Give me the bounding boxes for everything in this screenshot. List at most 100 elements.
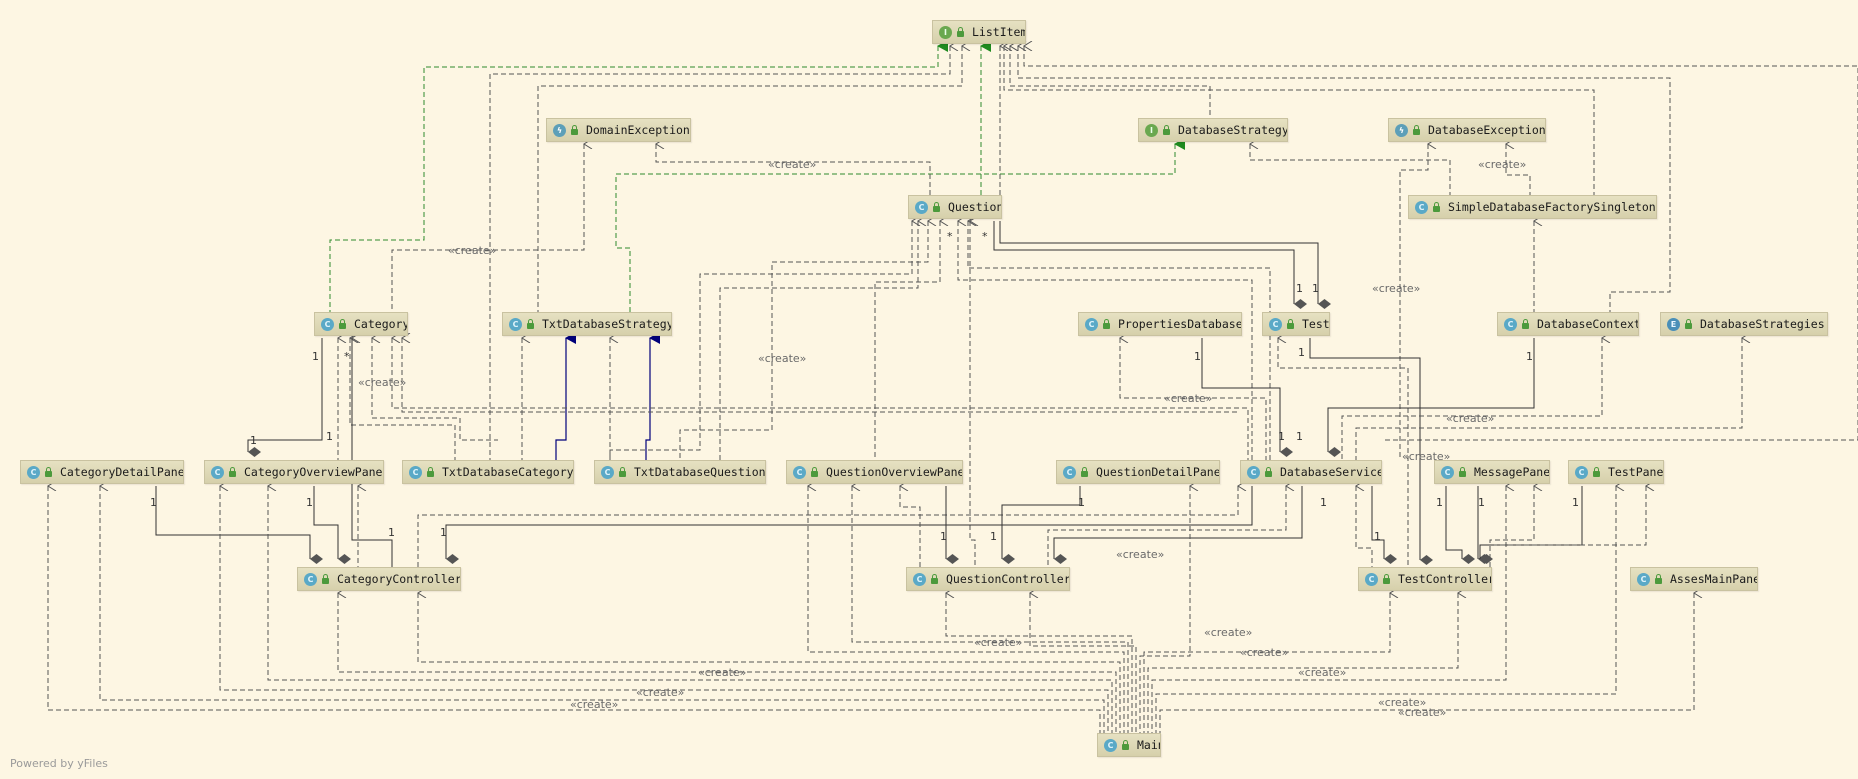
class-testcontroller[interactable]: C TestController xyxy=(1358,567,1492,591)
edge-dep-listitem-5 xyxy=(1018,46,1671,312)
create-label-7: «create» xyxy=(1446,412,1494,425)
class-label: SimpleDatabaseFactorySingleton xyxy=(1448,200,1656,214)
edge-tp-tc3 xyxy=(1494,486,1646,546)
class-txtdatabasestrategy[interactable]: C TxtDatabaseStrategy xyxy=(502,312,672,336)
edge-q-main xyxy=(970,221,975,567)
class-kind-icon: C xyxy=(1104,738,1117,752)
class-databasecontext[interactable]: C DatabaseContext xyxy=(1497,312,1639,336)
edge-cat-controller2 xyxy=(402,338,1240,413)
class-questioncontroller[interactable]: C QuestionController xyxy=(906,567,1070,591)
class-messagepanel[interactable]: C MessagePanel xyxy=(1434,460,1550,484)
multiplicity-one-9: 1 xyxy=(1078,496,1085,509)
edge-main-dep-6 xyxy=(808,486,1125,733)
class-txtdatabasecategory[interactable]: C TxtDatabaseCategory xyxy=(402,460,574,484)
create-label-6: «create» xyxy=(1478,158,1526,171)
class-label: DatabaseContext xyxy=(1537,317,1638,331)
edge-txtstrategy-realizes-dbstrategy xyxy=(615,138,1185,312)
create-label-15: «create» xyxy=(636,686,684,699)
lock-icon xyxy=(1103,318,1110,329)
class-databasestrategy[interactable]: I DatabaseStrategy xyxy=(1138,118,1288,142)
class-category[interactable]: C Category xyxy=(314,312,408,336)
edge-dep-listitem-4 xyxy=(1010,46,1211,118)
class-databaseservice[interactable]: C DatabaseService xyxy=(1240,460,1382,484)
class-kind-icon: C xyxy=(211,465,224,479)
class-main[interactable]: C Main xyxy=(1097,733,1161,757)
edge-cat-controller xyxy=(392,338,1249,460)
edge-q-overview2 xyxy=(874,221,940,460)
class-testpanel[interactable]: C TestPanel xyxy=(1568,460,1664,484)
create-label-13: «create» xyxy=(698,666,746,679)
exception-kind-icon: ϟ xyxy=(1395,123,1408,137)
multiplicity-one-0: 1 xyxy=(312,350,319,363)
class-label: TxtDatabaseCategory xyxy=(442,465,573,479)
multiplicity-one-19: 1 xyxy=(1572,496,1579,509)
class-label: DatabaseStrategies xyxy=(1700,317,1825,331)
class-databaseexception[interactable]: ϟ DatabaseException xyxy=(1388,118,1546,142)
class-databasestrategies[interactable]: E DatabaseStrategies xyxy=(1660,312,1828,336)
edge-cat-controller-assoc xyxy=(352,338,393,567)
lock-icon xyxy=(322,573,329,584)
create-label-5: «create» xyxy=(1372,282,1420,295)
multiplicity-many-0: * xyxy=(344,350,350,363)
edge-main-dep-14 xyxy=(1155,486,1616,733)
class-kind-icon: C xyxy=(409,465,422,479)
class-label: PropertiesDatabase xyxy=(1118,317,1241,331)
edge-dep-dbexception xyxy=(1399,144,1428,460)
class-categoryoverviewpanel[interactable]: C CategoryOverviewPanel xyxy=(204,460,384,484)
class-label: Test xyxy=(1302,317,1329,331)
class-questionoverviewpanel[interactable]: C QuestionOverviewPanel xyxy=(786,460,963,484)
lock-icon xyxy=(527,318,534,329)
edge-main-dep-9 xyxy=(1030,593,1137,733)
create-label-12: «create» xyxy=(1240,646,1288,659)
edge-props-dbservice xyxy=(1120,338,1267,460)
edge-dep-listitem-6 xyxy=(1024,46,1858,441)
edges-layer xyxy=(48,40,1858,733)
class-kind-icon: C xyxy=(915,200,928,214)
edge-cat-txtcat xyxy=(350,338,456,460)
class-label: QuestionOverviewPanel xyxy=(826,465,962,479)
class-kind-icon: C xyxy=(1063,465,1076,479)
class-propertiesdatabase[interactable]: C PropertiesDatabase xyxy=(1078,312,1242,336)
class-assesmainpanel[interactable]: C AssesMainPanel xyxy=(1630,567,1758,591)
edge-category-realizes-listitem xyxy=(329,40,948,312)
powered-by-footer: Powered by yFiles xyxy=(10,757,108,770)
edge-dep-dbexception-2 xyxy=(1506,144,1531,195)
edge-main-dep-8 xyxy=(946,593,1133,733)
class-categorydetailpanel[interactable]: C CategoryDetailPanel xyxy=(20,460,184,484)
class-label: DatabaseService xyxy=(1280,465,1381,479)
lock-icon xyxy=(931,573,938,584)
class-kind-icon: C xyxy=(1575,465,1588,479)
edge-cat-overview-agg xyxy=(247,338,323,457)
class-test[interactable]: C Test xyxy=(1262,312,1330,336)
class-label: CategoryDetailPanel xyxy=(60,465,183,479)
class-question[interactable]: C Question xyxy=(908,195,1002,219)
class-label: QuestionController xyxy=(946,572,1069,586)
class-simpledatabasefactorysingleton[interactable]: C SimpleDatabaseFactorySingleton xyxy=(1408,195,1657,219)
class-kind-icon: C xyxy=(509,317,522,331)
multiplicity-one-5: 1 xyxy=(388,526,395,539)
class-label: TxtDatabaseQuestion xyxy=(634,465,765,479)
edge-q-txtquestion xyxy=(679,221,928,460)
class-categorycontroller[interactable]: C CategoryController xyxy=(297,567,461,591)
edge-main-dep-3 xyxy=(268,486,1113,733)
edge-cc-dbservice xyxy=(445,486,1253,564)
class-listitem[interactable]: I ListItem xyxy=(932,20,1026,44)
edge-main-dep-0 xyxy=(48,486,1101,733)
edge-dbctx-dbservice xyxy=(1327,338,1535,457)
class-txtdatabasequestion[interactable]: C TxtDatabaseQuestion xyxy=(594,460,766,484)
create-label-4: «create» xyxy=(1164,392,1212,405)
create-label-10: «create» xyxy=(974,636,1022,649)
lock-icon xyxy=(1655,573,1662,584)
multiplicity-one-6: 1 xyxy=(440,526,447,539)
edge-qdp-qc xyxy=(1001,486,1081,564)
edge-cdp-cc xyxy=(155,486,323,564)
edge-cc-dbservice2 xyxy=(417,486,1238,567)
edge-q-test-agg1 xyxy=(993,221,1307,309)
class-domainexception[interactable]: ϟ DomainException xyxy=(546,118,691,142)
edge-dep-listitem-7 xyxy=(1004,46,1595,195)
edge-dbs-tc xyxy=(1371,486,1397,564)
class-label: TxtDatabaseStrategy xyxy=(542,317,671,331)
enum-kind-icon: E xyxy=(1667,317,1680,331)
class-questiondetailpanel[interactable]: C QuestionDetailPanel xyxy=(1056,460,1220,484)
lock-icon xyxy=(619,466,626,477)
